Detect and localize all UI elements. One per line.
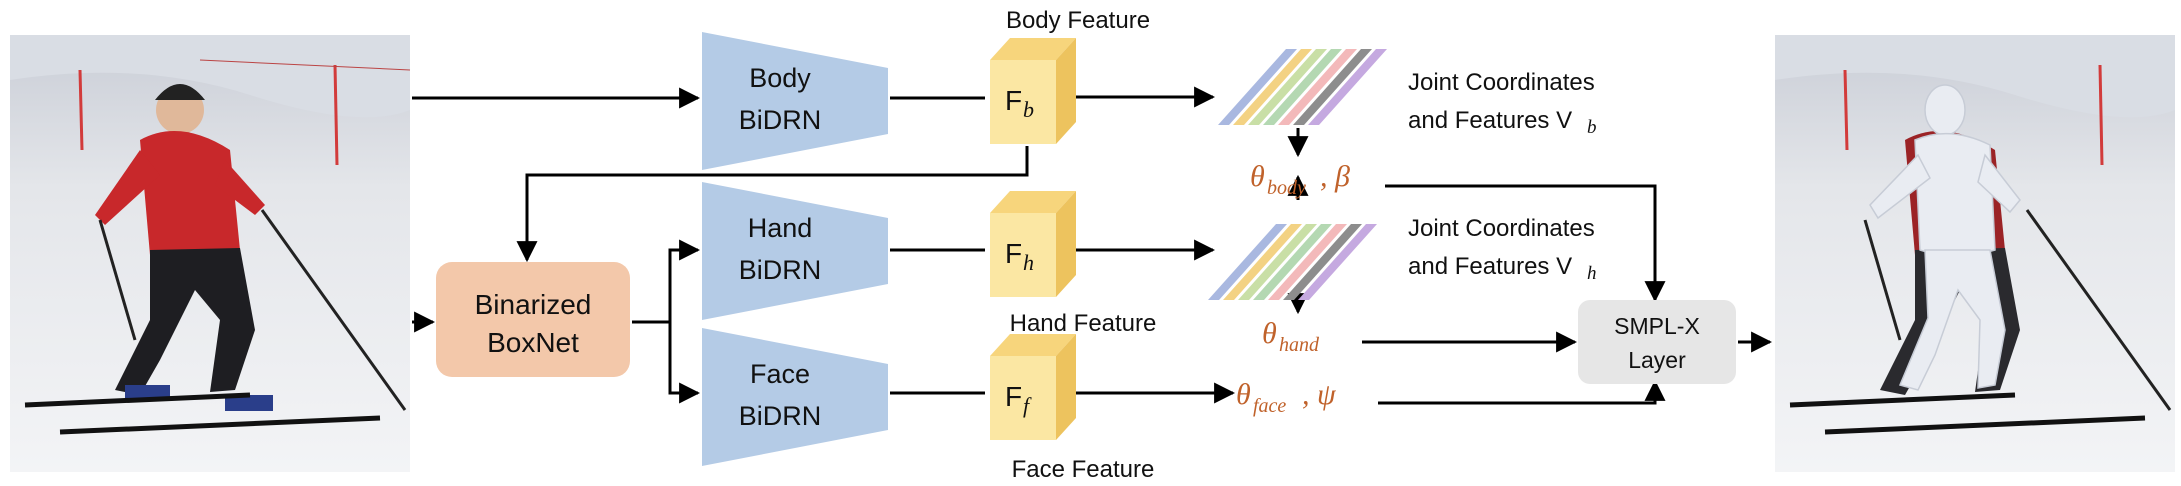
svg-text:Joint Coordinates: Joint Coordinates — [1408, 215, 1595, 242]
face-param-to-smplx-arrow — [1378, 379, 1666, 405]
bodyfeat-to-boxnet-arrow — [516, 146, 1029, 263]
svg-text:and Features V: and Features V — [1408, 107, 1572, 134]
svg-text:Joint Coordinates: Joint Coordinates — [1408, 69, 1595, 96]
svg-text:Hand Feature: Hand Feature — [1010, 310, 1157, 337]
param-face: θ face , ψ — [1236, 378, 1337, 417]
svg-text:h: h — [1023, 250, 1034, 275]
joint-body-bar-2 — [1233, 49, 1312, 125]
joint-hand-bar-6 — [1283, 224, 1362, 300]
svg-text:hand: hand — [1279, 334, 1320, 356]
joint-hand-bar-2 — [1223, 224, 1302, 300]
connectors — [412, 86, 1773, 405]
svg-text:Binarized: Binarized — [475, 289, 592, 320]
joint-hand-bar-7 — [1298, 224, 1377, 300]
boxnet-to-hand-arrow — [632, 239, 701, 324]
body-param-to-smplx-arrow — [1385, 184, 1666, 303]
svg-text:F: F — [1005, 85, 1022, 116]
svg-text:Face: Face — [750, 359, 810, 389]
joint-text-hand: Joint Coordinates and Features V h — [1408, 215, 1597, 284]
hand-bidrn: Hand BiDRN — [702, 182, 888, 320]
joint-body-bar-3 — [1248, 49, 1327, 125]
param-body: θ body , β — [1250, 160, 1350, 199]
body-feature-cube: Body Feature F b — [990, 7, 1150, 144]
joint-hand-bar-3 — [1238, 224, 1317, 300]
input-skier-image — [10, 35, 411, 472]
svg-text:F: F — [1005, 381, 1022, 412]
joint-features-hand — [1208, 224, 1377, 300]
svg-text:body: body — [1267, 177, 1306, 199]
binarized-boxnet: Binarized BoxNet — [436, 262, 630, 377]
svg-text:F: F — [1005, 238, 1022, 269]
joint-hand-bar-1 — [1208, 224, 1287, 300]
svg-text:f: f — [1023, 393, 1032, 418]
svg-text:Face Feature: Face Feature — [1012, 456, 1155, 483]
svg-text:θ: θ — [1236, 378, 1251, 411]
svg-text:, ψ: , ψ — [1302, 378, 1337, 411]
face-feature-cube: F f Face Feature — [990, 334, 1154, 483]
svg-text:Hand: Hand — [748, 213, 813, 243]
svg-text:Layer: Layer — [1628, 347, 1686, 373]
output-mesh-image — [1775, 35, 2175, 472]
svg-text:θ: θ — [1262, 317, 1277, 350]
joint-body-bar-1 — [1218, 49, 1297, 125]
joint-hand-bar-5 — [1268, 224, 1347, 300]
svg-text:b: b — [1587, 117, 1597, 138]
svg-text:and Features V: and Features V — [1408, 253, 1572, 280]
joint-text-body: Joint Coordinates and Features V b — [1408, 69, 1597, 138]
svg-text:h: h — [1587, 263, 1597, 284]
svg-text:Body Feature: Body Feature — [1006, 7, 1150, 34]
smplx-layer: SMPL-X Layer — [1578, 300, 1736, 384]
joint-features-body — [1218, 49, 1387, 125]
svg-text:BiDRN: BiDRN — [739, 255, 822, 285]
svg-text:θ: θ — [1250, 160, 1265, 193]
param-hand: θ hand — [1262, 317, 1320, 356]
joint-hand-bar-4 — [1253, 224, 1332, 300]
svg-text:BiDRN: BiDRN — [739, 401, 822, 431]
joint-body-bar-4 — [1263, 49, 1342, 125]
svg-text:SMPL-X: SMPL-X — [1614, 313, 1700, 339]
face-bidrn: Face BiDRN — [702, 328, 888, 466]
svg-text:, β: , β — [1320, 160, 1350, 193]
boxnet-to-face-arrow — [668, 322, 701, 404]
svg-text:b: b — [1023, 97, 1034, 122]
joint-body-bar-5 — [1278, 49, 1357, 125]
hand-feature-cube: F h Hand Feature — [990, 191, 1156, 337]
svg-text:Body: Body — [749, 63, 811, 93]
svg-text:BiDRN: BiDRN — [739, 105, 822, 135]
svg-text:BoxNet: BoxNet — [487, 327, 579, 358]
body-bidrn: Body BiDRN — [702, 32, 888, 170]
joint-body-bar-7 — [1308, 49, 1387, 125]
joint-body-bar-6 — [1293, 49, 1372, 125]
svg-text:face: face — [1253, 395, 1286, 417]
